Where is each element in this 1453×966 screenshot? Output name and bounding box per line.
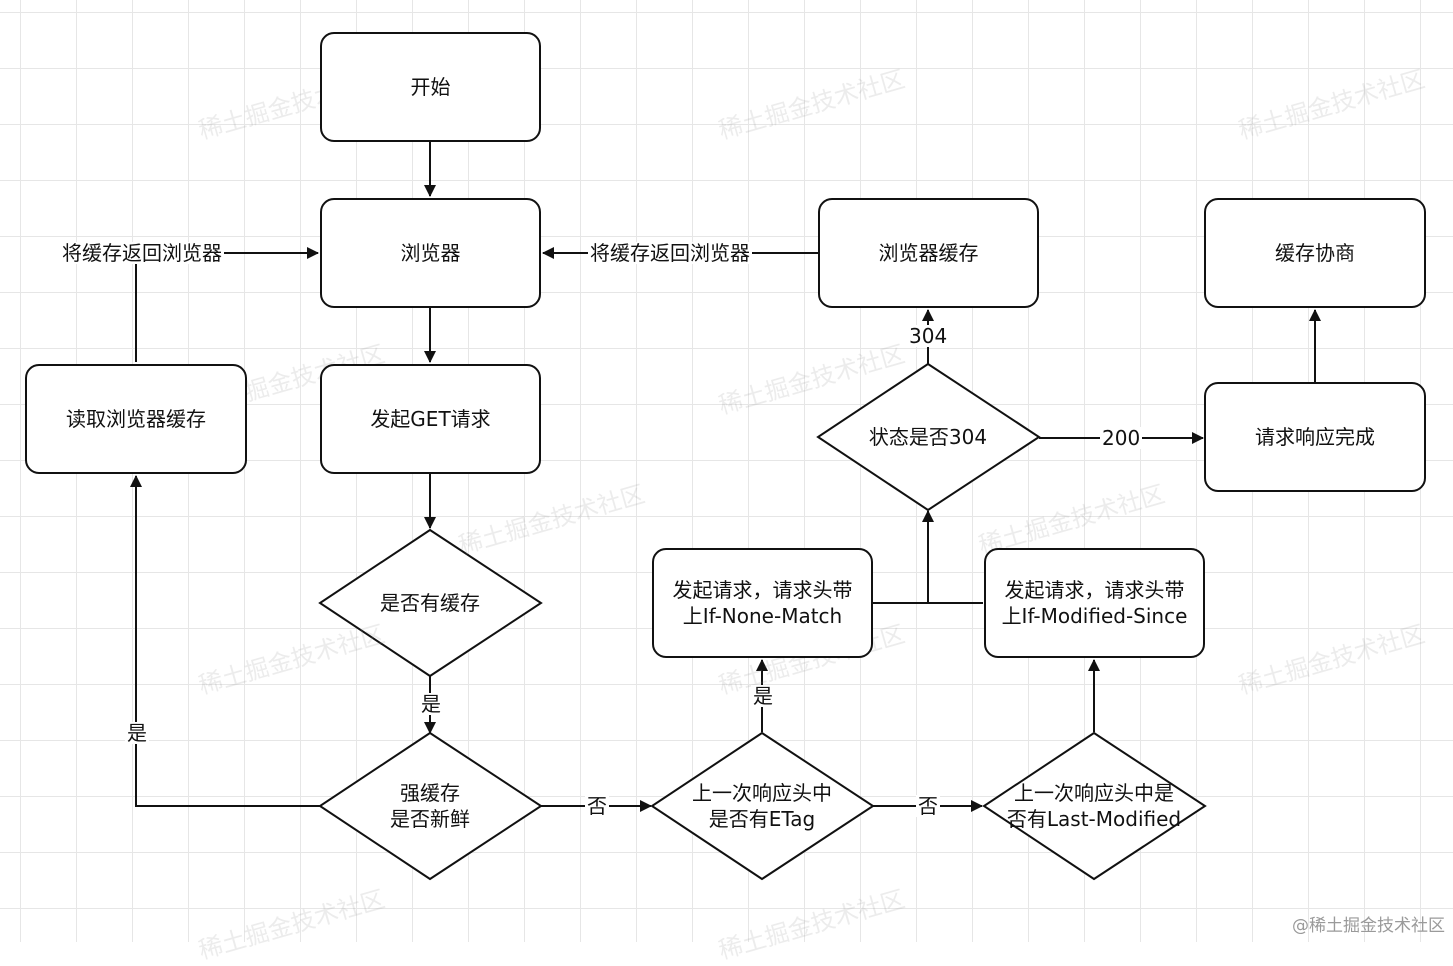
edge-label-200: 200 <box>1100 426 1143 450</box>
edge-read-browser <box>135 247 319 362</box>
edges-layer <box>130 142 1321 881</box>
diamond-has-last-modified <box>982 731 1207 881</box>
edge-strong-read <box>130 475 320 807</box>
edge-label-no-etag: 否 <box>916 794 940 818</box>
node-req-if-none-match: 发起请求，请求头带 上If-None-Match <box>652 548 873 658</box>
node-req-if-modified-since: 发起请求，请求头带 上If-Modified-Since <box>984 548 1205 658</box>
diamond-label-has-etag: 上一次响应头中 是否有ETag <box>692 781 832 831</box>
diamond-status-304 <box>816 362 1041 512</box>
node-browser-cache: 浏览器缓存 <box>818 198 1039 308</box>
diamond-has-etag <box>650 731 875 881</box>
diamond-label-strong-fresh: 强缓存 是否新鲜 <box>390 781 470 831</box>
edge-label-no-not-fresh: 否 <box>585 794 609 818</box>
diamond-label-has-last-modified: 上一次响应头中是 否有Last-Modified <box>1006 781 1182 831</box>
diamond-strong-fresh <box>318 731 543 881</box>
edge-label-yes-has-cache: 是 <box>419 692 443 716</box>
edge-label-return-right: 将缓存返回浏览器 <box>588 241 752 265</box>
edge-label-yes-fresh: 是 <box>125 721 149 745</box>
node-send-get: 发起GET请求 <box>320 364 541 474</box>
edge-label-yes-etag: 是 <box>751 684 775 708</box>
edge-label-return-left: 将缓存返回浏览器 <box>60 241 224 265</box>
node-browser: 浏览器 <box>320 198 541 308</box>
node-read-cache: 读取浏览器缓存 <box>25 364 247 474</box>
node-cache-negotiation: 缓存协商 <box>1204 198 1426 308</box>
diamond-label-has-cache: 是否有缓存 <box>380 591 480 615</box>
diamond-label-status-304: 状态是否304 <box>868 425 988 449</box>
site-watermark: @稀土掘金技术社区 <box>1292 916 1445 936</box>
node-start: 开始 <box>320 32 541 142</box>
edge-label-304: 304 <box>907 324 950 348</box>
node-response-done: 请求响应完成 <box>1204 382 1426 492</box>
diamond-has-cache <box>318 528 543 678</box>
